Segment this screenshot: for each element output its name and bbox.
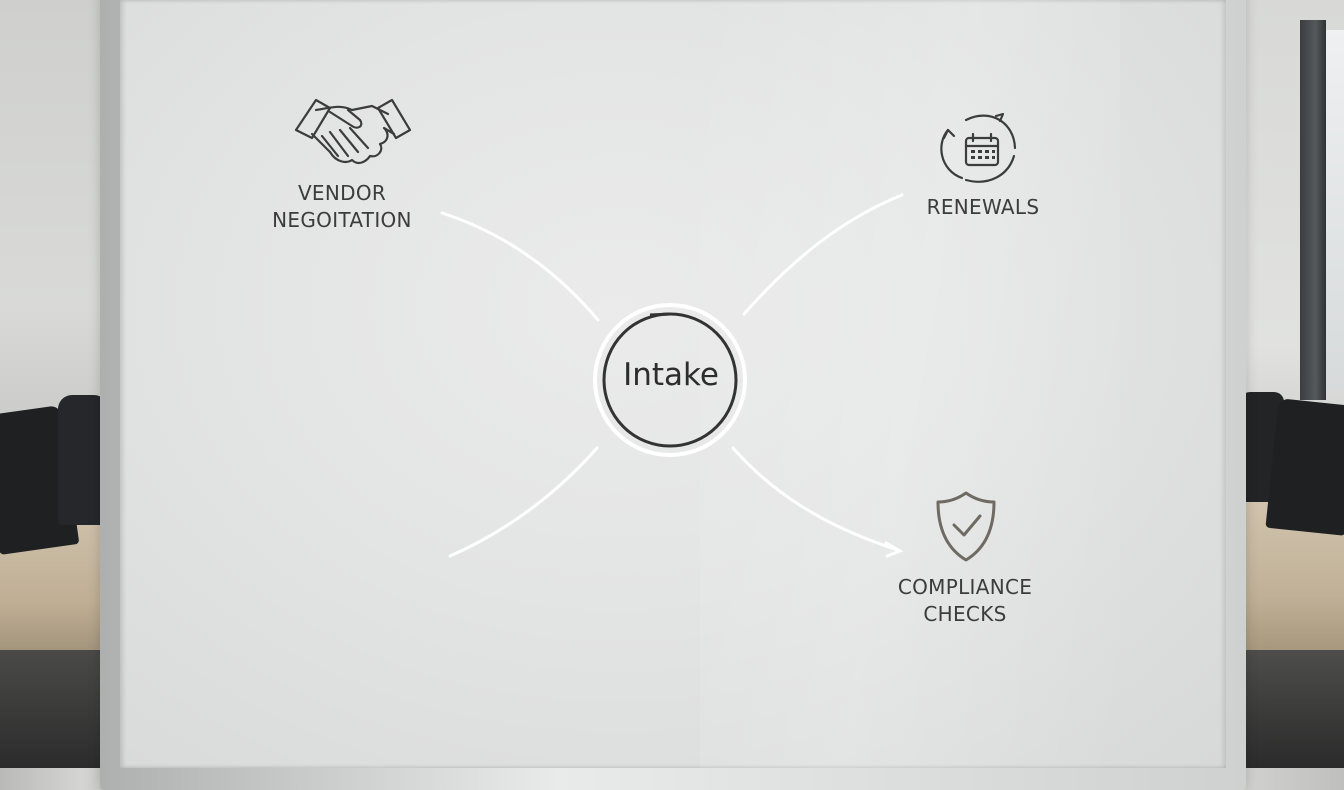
label-line: VENDOR bbox=[297, 181, 387, 205]
hub-circle bbox=[593, 303, 747, 457]
calendar-grid-dots bbox=[971, 150, 995, 159]
mind-map-drawing bbox=[294, 98, 1017, 562]
label-line: COMPLIANCE bbox=[897, 575, 1033, 599]
connector-renewals bbox=[742, 193, 904, 316]
compliance-checks-label: COMPLIANCE CHECKS bbox=[890, 574, 1040, 628]
connectors bbox=[440, 193, 904, 558]
label-line: CHECKS bbox=[923, 602, 1007, 626]
office-chair bbox=[58, 395, 108, 525]
connector-compliance bbox=[731, 446, 900, 552]
vendor-negotiation-label: VENDOR NEGOITATION bbox=[264, 180, 420, 234]
calendar-refresh-icon bbox=[940, 112, 1017, 183]
window-frame bbox=[1300, 20, 1326, 400]
hub-label: Intake bbox=[623, 357, 719, 393]
handshake-icon bbox=[294, 98, 412, 165]
window bbox=[1326, 30, 1344, 390]
connector-compliance-arrowhead bbox=[884, 541, 904, 558]
whiteboard bbox=[120, 0, 1226, 768]
mind-map: Intake VENDOR NEGOITATION RENEWALS COMPL… bbox=[264, 98, 1048, 628]
renewals-label: RENEWALS bbox=[918, 194, 1048, 221]
label-line: NEGOITATION bbox=[272, 208, 412, 232]
floor-left bbox=[0, 650, 112, 768]
connector-lower-left bbox=[448, 446, 599, 558]
connector-vendor bbox=[440, 211, 600, 322]
shield-check-icon bbox=[936, 491, 996, 562]
label-line: RENEWALS bbox=[926, 195, 1040, 219]
